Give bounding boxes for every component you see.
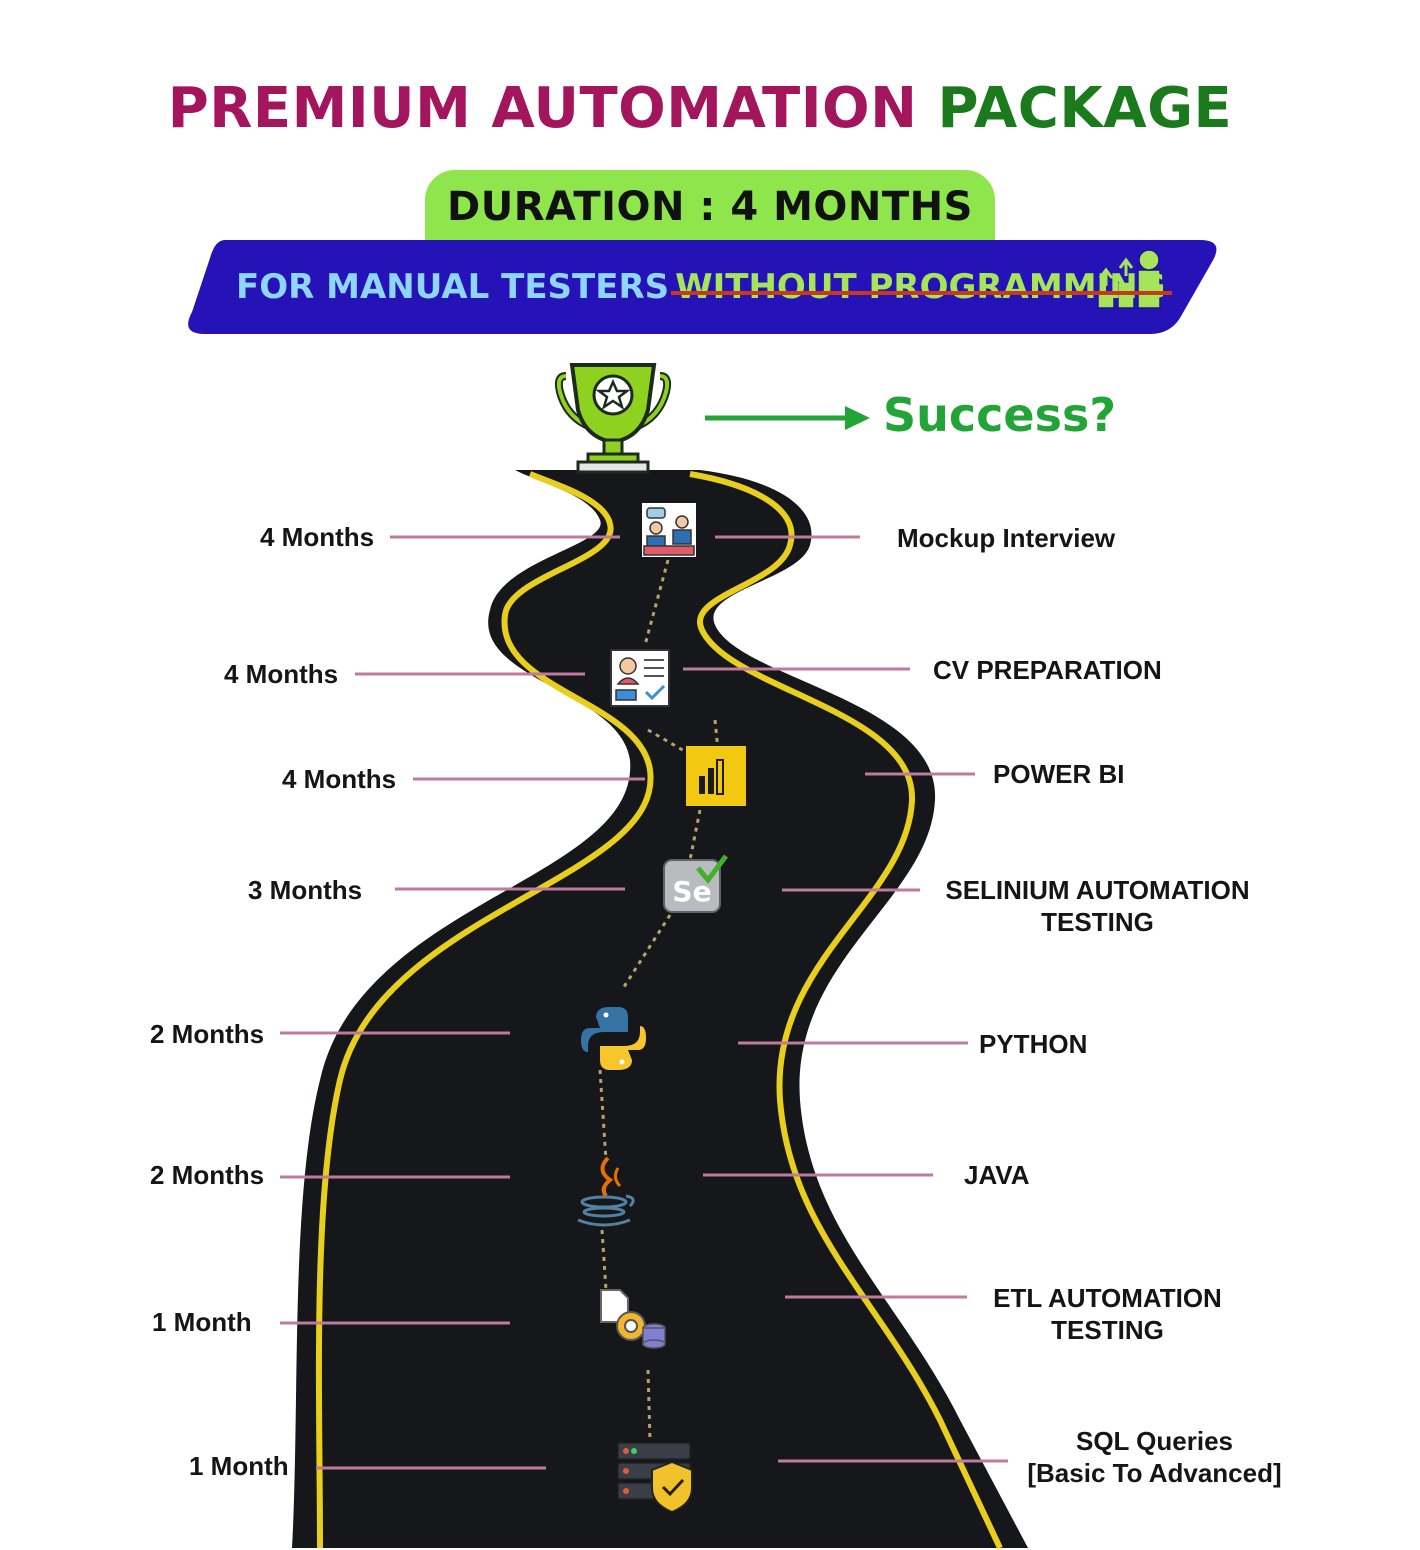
- right-connectors: [683, 535, 1008, 1463]
- etl-icon: [600, 1289, 666, 1349]
- duration-label-sql: 1 Month: [189, 1451, 289, 1481]
- interview-icon: [642, 503, 696, 557]
- svg-text:Se: Se: [672, 875, 711, 908]
- topic-label-python: PYTHON: [979, 1029, 1088, 1059]
- trophy-icon: [554, 363, 672, 474]
- topic-label-selenium: SELINIUM AUTOMATION TESTING: [930, 874, 1265, 938]
- power-bi-icon: [686, 746, 746, 806]
- topic-label-selenium-line2: TESTING: [1041, 907, 1154, 937]
- duration-badge: DURATION : 4 MONTHS: [425, 170, 995, 242]
- banner-struck-text: WITHOUT PROGRAMMING: [675, 267, 1166, 307]
- arrow-right-icon: [705, 406, 870, 430]
- topic-label-etl-line1: ETL AUTOMATION: [993, 1283, 1222, 1313]
- page-title: PREMIUM AUTOMATION PACKAGE: [0, 76, 1400, 141]
- sql-database-icon: [617, 1442, 693, 1514]
- progress-trail: [598, 559, 720, 1441]
- duration-label-powerbi: 4 Months: [282, 764, 397, 794]
- java-icon: [577, 1156, 635, 1227]
- topic-label-powerbi: POWER BI: [993, 759, 1125, 789]
- road-edge-right: [689, 471, 1003, 1550]
- title-part-2: PACKAGE: [937, 76, 1233, 141]
- topic-label-sql-line1: SQL Queries: [1075, 1426, 1234, 1456]
- topic-label-etl-line2: TESTING: [1051, 1315, 1164, 1345]
- road: [292, 470, 1028, 1548]
- topic-label-sql: SQL Queries [Basic To Advanced]: [1022, 1425, 1287, 1489]
- road-edge-left: [315, 471, 654, 1549]
- duration-label-etl: 1 Month: [152, 1307, 252, 1337]
- duration-label-python: 2 Months: [150, 1019, 265, 1049]
- selenium-icon: Se: [663, 854, 728, 913]
- topic-label-etl: ETL AUTOMATION TESTING: [985, 1282, 1230, 1346]
- topic-label-cv: CV PREPARATION: [933, 655, 1162, 685]
- title-part-1: PREMIUM AUTOMATION: [167, 76, 918, 141]
- topic-label-sql-line2: [Basic To Advanced]: [1027, 1458, 1282, 1488]
- topic-label-java: JAVA: [964, 1160, 1030, 1190]
- duration-label-cv: 4 Months: [224, 659, 339, 689]
- python-icon: [581, 1007, 646, 1070]
- topic-label-mockup: Mockup Interview: [897, 523, 1116, 553]
- topic-label-selenium-line1: SELINIUM AUTOMATION: [945, 875, 1250, 905]
- success-label: Success?: [883, 388, 1117, 442]
- cv-icon: [610, 649, 670, 707]
- left-connectors: [280, 535, 645, 1470]
- duration-label-mockup: 4 Months: [260, 522, 375, 552]
- duration-label-selenium: 3 Months: [248, 875, 363, 905]
- banner-text: FOR MANUAL TESTERS: [236, 267, 670, 307]
- duration-label-java: 2 Months: [150, 1160, 265, 1190]
